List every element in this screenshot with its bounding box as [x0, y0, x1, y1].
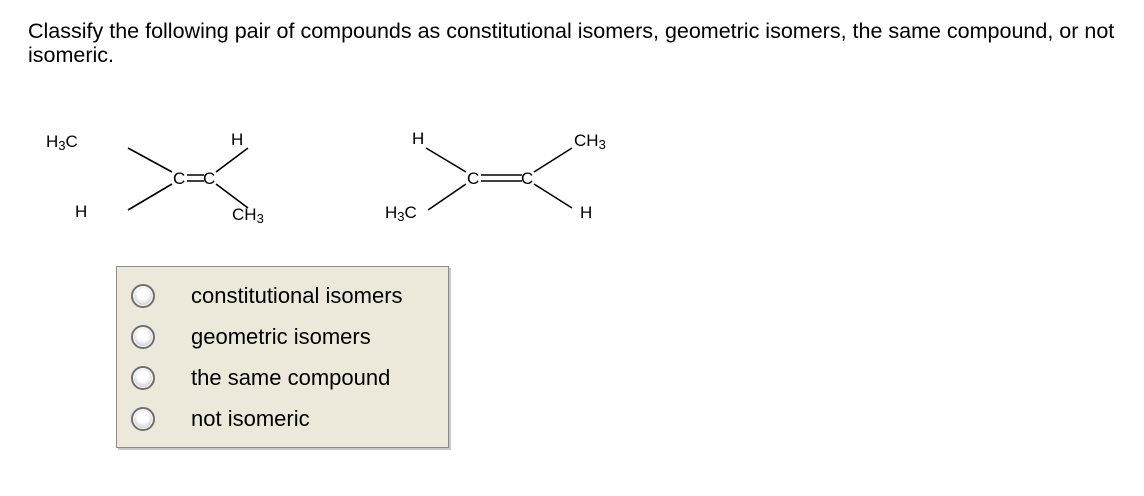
substituent-bottom-right: CH3	[232, 205, 264, 226]
radio-button[interactable]	[131, 366, 155, 390]
substituent-top-right: CH3	[574, 131, 606, 152]
choice-label: not isomeric	[191, 406, 310, 431]
choice-geometric-isomers[interactable]: geometric isomers	[131, 321, 371, 353]
choice-label: constitutional isomers	[191, 283, 403, 308]
carbon-left: C	[467, 169, 479, 188]
substituent-top-left: H3C	[46, 132, 78, 153]
choice-label: the same compound	[191, 365, 391, 390]
molecule-2-structure: H CH3 H3C H C C	[385, 129, 606, 224]
substituent-top-right: H	[231, 130, 243, 149]
carbon-right: C	[521, 169, 533, 188]
radio-button[interactable]	[131, 407, 155, 431]
radio-button[interactable]	[131, 325, 155, 349]
carbon-right: C	[203, 169, 215, 188]
molecule-1-structure: H3C H H CH3 C C	[46, 130, 264, 226]
molecule-2: H CH3 H3C H C C	[380, 120, 630, 230]
choice-not-isomeric[interactable]: not isomeric	[131, 403, 310, 435]
question-text: Classify the following pair of compounds…	[28, 19, 1115, 67]
substituent-top-left: H	[412, 129, 424, 148]
choice-constitutional-isomers[interactable]: constitutional isomers	[131, 280, 403, 312]
choice-label: geometric isomers	[191, 324, 371, 349]
answer-choices-panel: constitutional isomers geometric isomers…	[116, 266, 449, 448]
substituent-bottom-left: H3C	[385, 203, 417, 224]
molecule-1: H3C H H CH3 C C	[40, 120, 290, 230]
carbon-left: C	[173, 169, 185, 188]
substituent-bottom-left: H	[75, 202, 87, 221]
choice-same-compound[interactable]: the same compound	[131, 362, 390, 394]
radio-button[interactable]	[131, 284, 155, 308]
substituent-bottom-right: H	[580, 203, 592, 222]
